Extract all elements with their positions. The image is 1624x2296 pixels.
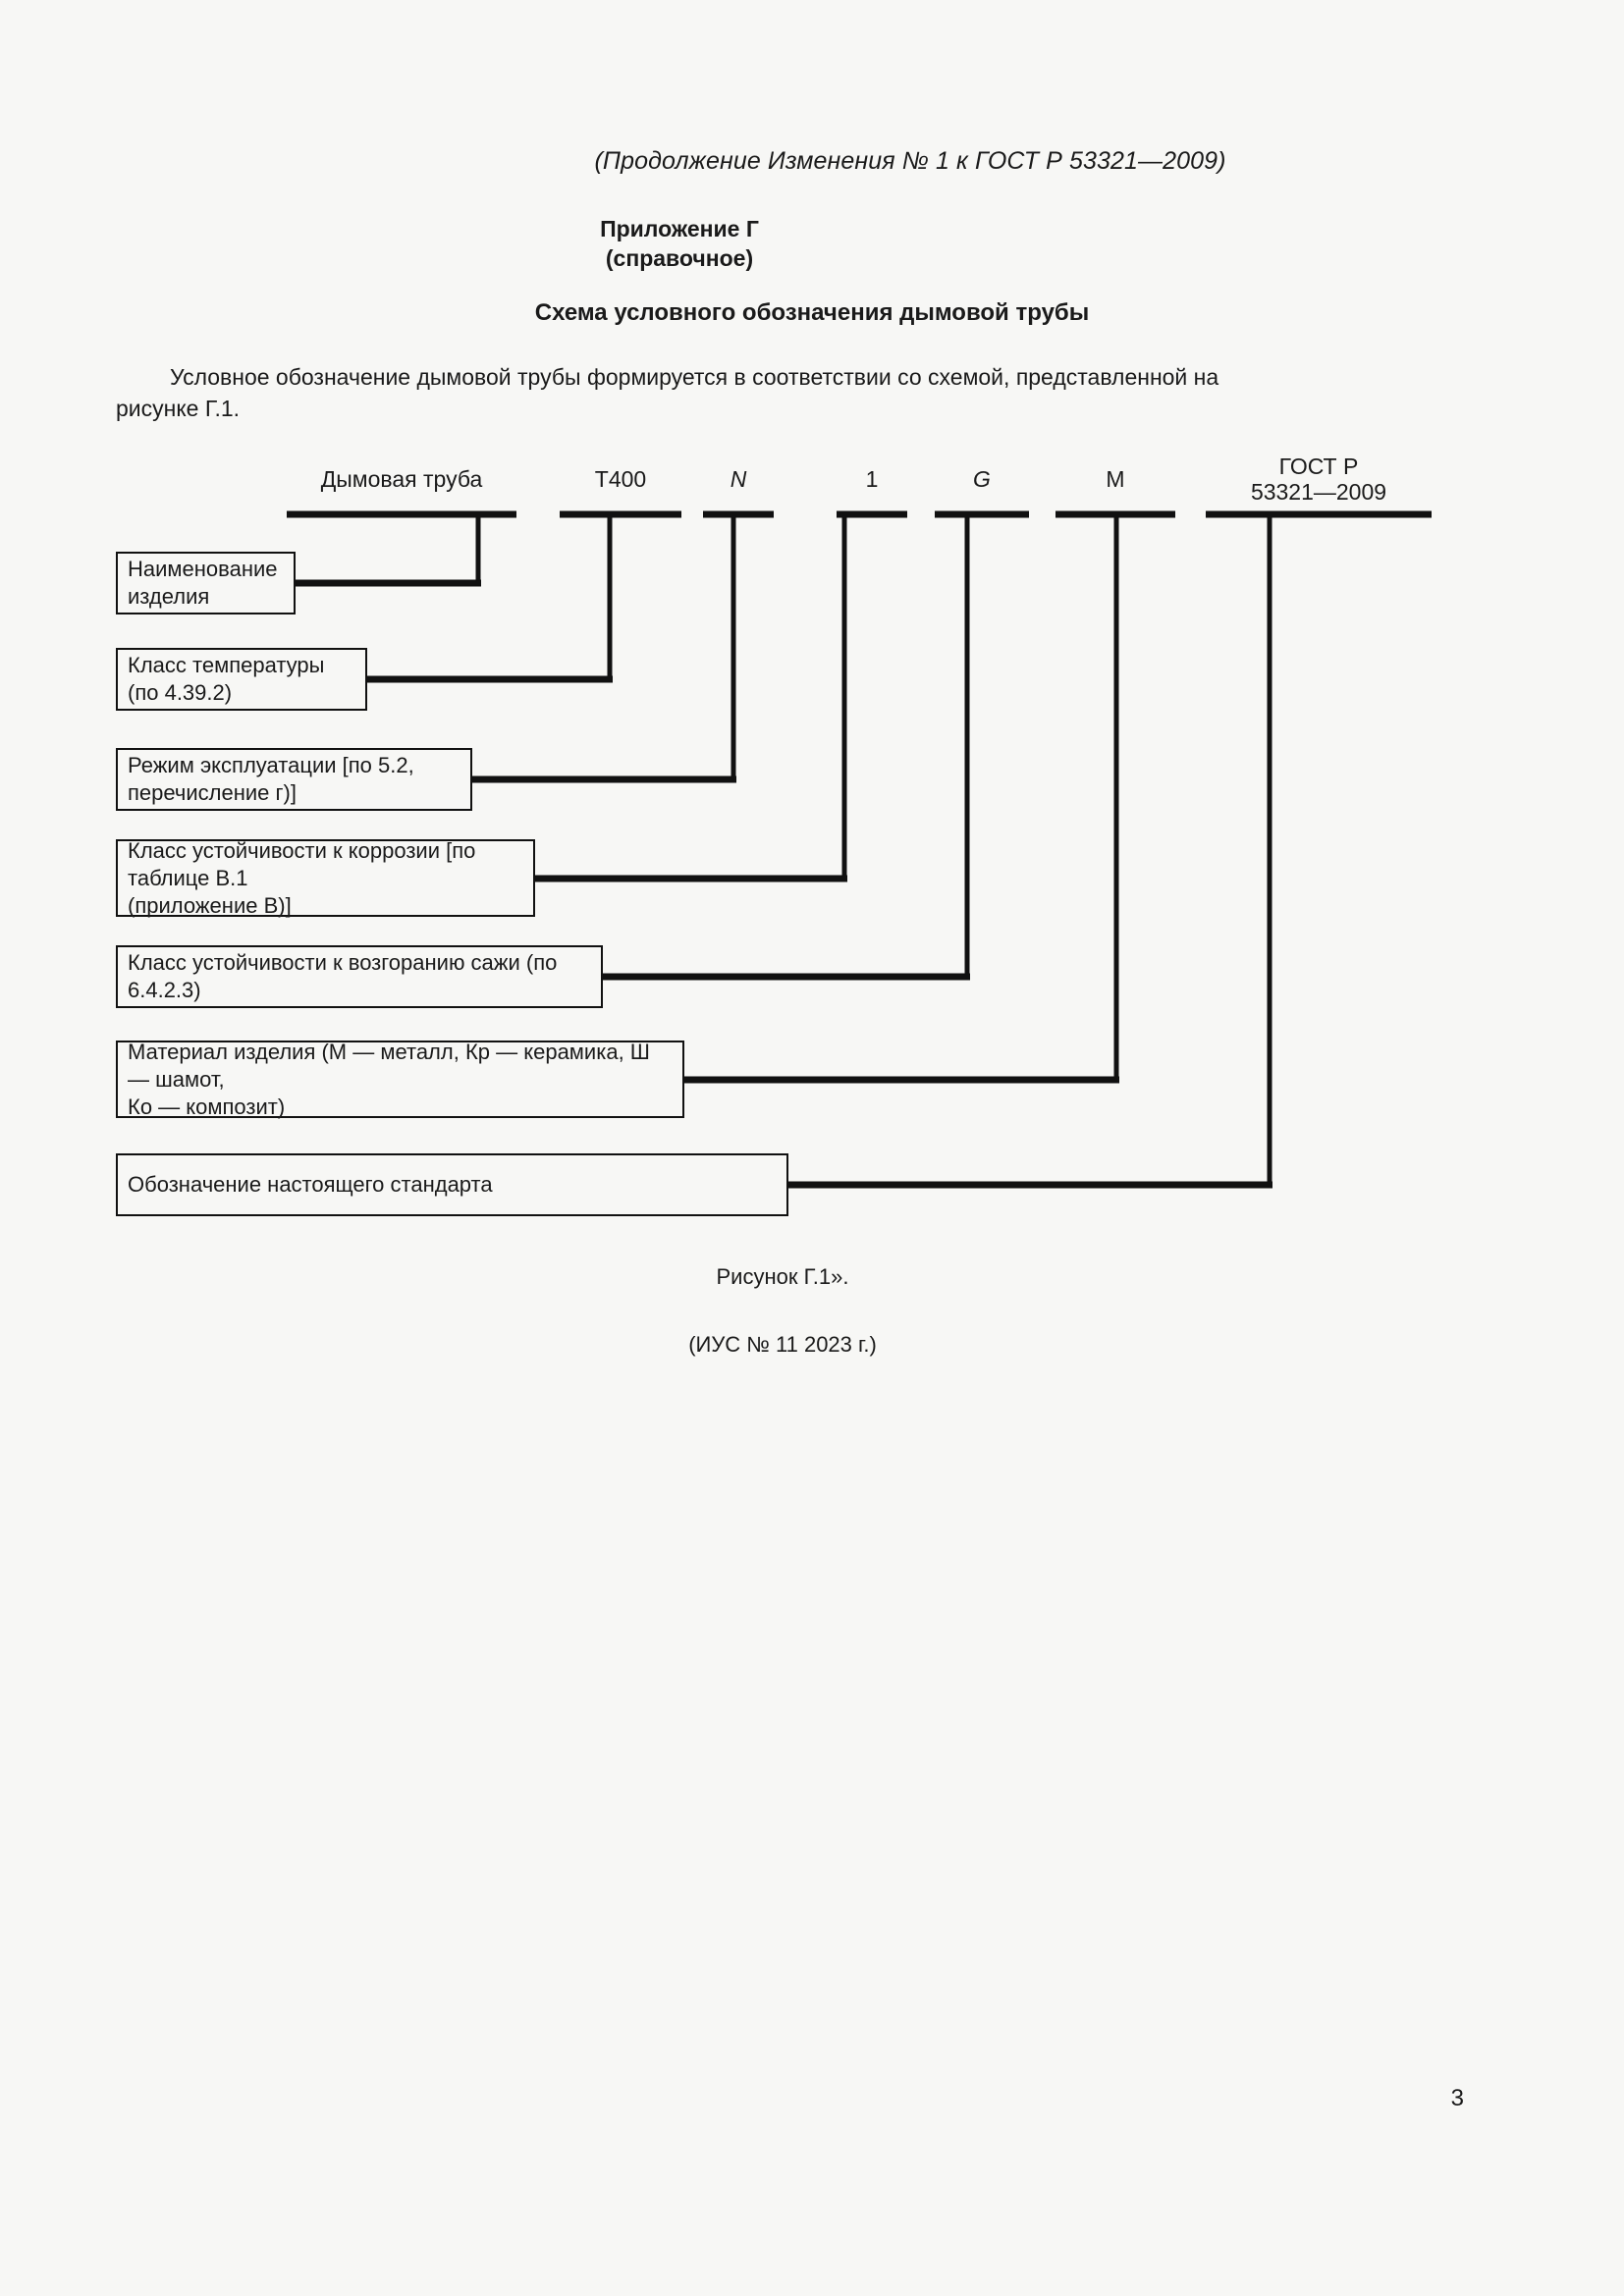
intro-paragraph-line2: рисунке Г.1. — [116, 396, 241, 421]
ius-note: (ИУС № 11 2023 г.) — [688, 1332, 877, 1357]
code-label-temperature-class: Т400 — [594, 466, 647, 492]
code-label-standard: ГОСТ Р 53321—2009 — [1250, 454, 1387, 505]
scheme-box-product-name-line1: Наименование изделия — [128, 557, 278, 609]
annex-title: Приложение Г — [600, 216, 759, 241]
annex-subtitle: (справочное) — [605, 245, 754, 271]
scheme-box-soot-class-line1: Класс устойчивости к возгоранию сажи (по… — [128, 950, 558, 1002]
scheme-box-material-line2: Ко — композит) — [128, 1094, 286, 1119]
code-label-corrosion-class: 1 — [865, 466, 879, 492]
scheme-box-temperature-class: Класс температуры (по 4.39.2) — [116, 648, 367, 711]
scheme-box-corrosion-class: Класс устойчивости к коррозии [по таблиц… — [116, 837, 535, 918]
page-number: 3 — [1450, 2085, 1464, 2111]
code-label-soot-class: G — [973, 466, 991, 492]
intro-paragraph-line1: Условное обозначение дымовой трубы форми… — [170, 364, 1219, 390]
section-title: Схема условного обозначения дымовой труб… — [534, 299, 1090, 326]
scheme-box-operation-mode-line1: Режим эксплуатации [по 5.2, перечисление… — [128, 753, 414, 805]
code-label-material: М — [1106, 466, 1125, 492]
scheme-box-material: Материал изделия (М — металл, Кр — керам… — [116, 1039, 684, 1119]
scheme-box-operation-mode: Режим эксплуатации [по 5.2, перечисление… — [116, 748, 472, 811]
scheme-box-temperature-class-line1: Класс температуры (по 4.39.2) — [128, 653, 325, 705]
scheme-box-product-name: Наименование изделия — [116, 552, 296, 614]
scheme-box-standard-designation-line1: Обозначение настоящего стандарта — [128, 1172, 493, 1197]
scheme-box-corrosion-class-line1: Класс устойчивости к коррозии [по таблиц… — [128, 837, 476, 890]
annex-heading: Приложение Г (справочное) — [0, 214, 1624, 273]
figure-caption: Рисунок Г.1». — [716, 1264, 849, 1289]
scheme-box-soot-class: Класс устойчивости к возгоранию сажи (по… — [116, 945, 603, 1008]
scheme-box-standard-designation: Обозначение настоящего стандарта — [116, 1153, 788, 1216]
scheme-box-material-line1: Материал изделия (М — металл, Кр — керам… — [128, 1039, 650, 1092]
intro-paragraph: Условное обозначение дымовой трубы форми… — [116, 361, 1432, 424]
code-label-product-name: Дымовая труба — [320, 466, 483, 492]
scheme-box-corrosion-class-line2: (приложение В)] — [128, 892, 292, 918]
code-label-operation-mode: N — [730, 466, 747, 492]
running-head: (Продолжение Изменения № 1 к ГОСТ Р 5332… — [594, 147, 1226, 175]
